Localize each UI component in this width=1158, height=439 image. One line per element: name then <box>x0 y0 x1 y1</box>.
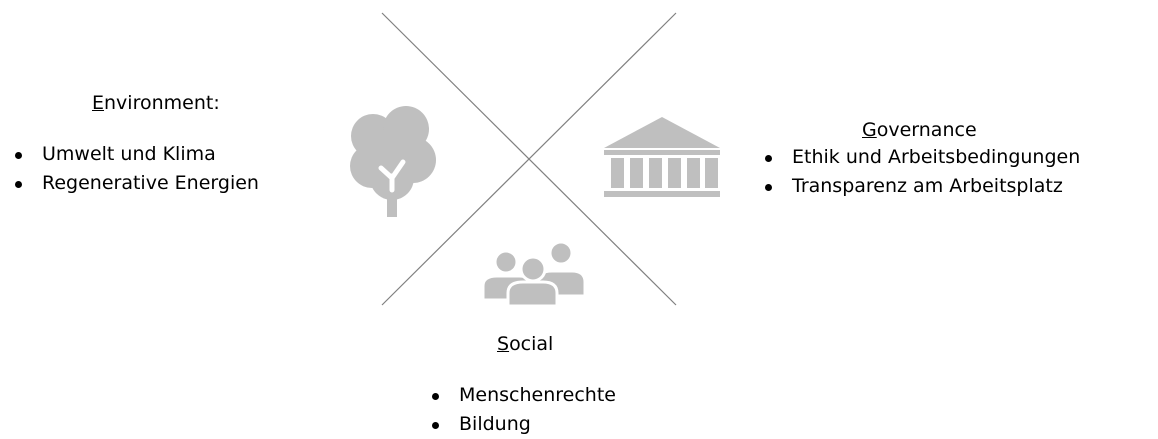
governance-heading-rest: overnance <box>876 119 977 141</box>
environment-heading: Environment: <box>92 92 220 114</box>
tree-branch-marks <box>378 159 406 193</box>
environment-list: Umwelt und Klima Regenerative Energien <box>10 140 259 198</box>
governance-list: Ethik und Arbeitsbedingungen Transparenz… <box>760 143 1080 201</box>
diagonal-line-ascending <box>381 12 677 306</box>
social-heading-rest: ocial <box>509 333 554 355</box>
social-heading-initial: S <box>497 333 510 355</box>
governance-heading-initial: G <box>862 119 877 141</box>
institution-building-icon <box>604 117 720 197</box>
governance-list-item: Transparenz am Arbeitsplatz <box>760 172 1080 201</box>
social-list-item: Menschenrechte <box>427 381 616 410</box>
social-list-item: Bildung <box>427 410 616 439</box>
environment-list-item: Regenerative Energien <box>10 169 259 198</box>
environment-heading-initial: E <box>92 92 105 114</box>
tree-icon <box>350 106 436 217</box>
social-list: Menschenrechte Bildung <box>427 381 616 439</box>
environment-heading-rest: nvironment: <box>104 92 220 114</box>
social-heading: Social <box>497 333 553 355</box>
governance-heading: Governance <box>862 119 977 141</box>
people-group-icon <box>481 240 587 308</box>
environment-list-item: Umwelt und Klima <box>10 140 259 169</box>
governance-list-item: Ethik und Arbeitsbedingungen <box>760 143 1080 172</box>
